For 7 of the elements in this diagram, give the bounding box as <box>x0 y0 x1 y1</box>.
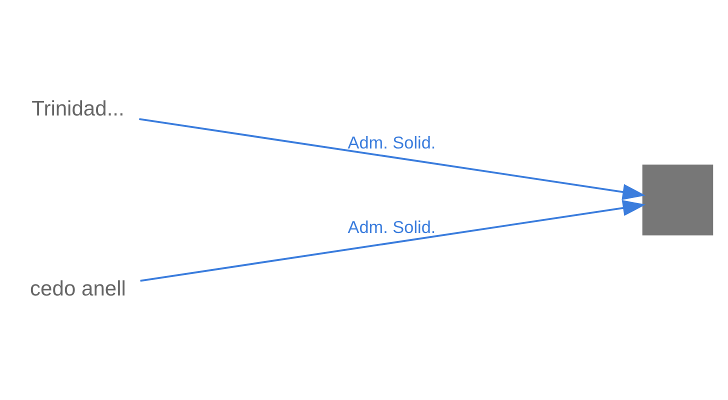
arrow <box>140 200 646 282</box>
node-text: Trinidad... <box>32 97 124 120</box>
node-text: cedo anell <box>30 277 126 300</box>
arrow <box>139 118 646 200</box>
edge-label: Adm. Solid. <box>348 216 436 237</box>
edge-label: Adm. Solid. <box>348 132 436 153</box>
node-box <box>642 164 714 236</box>
